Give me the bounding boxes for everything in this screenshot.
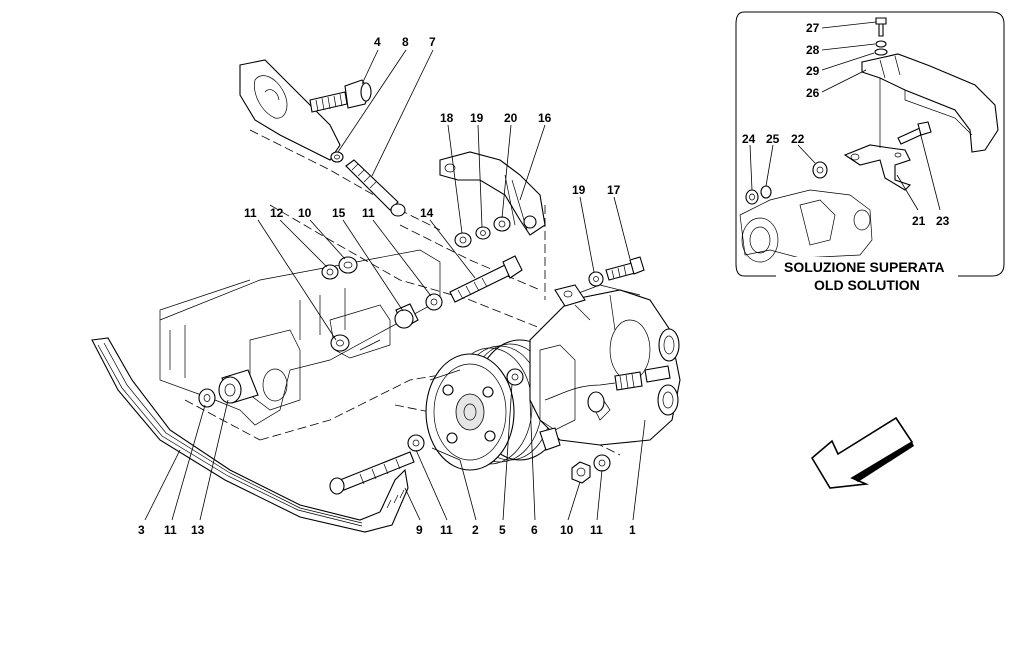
screw-27 xyxy=(875,17,887,37)
bolt-7 xyxy=(345,159,406,217)
callout-22: 22 xyxy=(791,132,805,146)
washer-19-lower xyxy=(588,271,604,287)
compressor-body xyxy=(529,284,681,451)
callout-14: 14 xyxy=(420,206,434,220)
washer-29 xyxy=(874,48,888,56)
callout-11-b: 11 xyxy=(362,206,375,220)
washer-11-mid xyxy=(330,334,350,352)
callout-10-lower: 10 xyxy=(560,523,574,537)
bolt-4 xyxy=(309,79,372,113)
inset-leader-lines xyxy=(749,21,941,211)
old-solution-inset: 27 28 29 26 24 25 22 21 23 SOLUZIONE SUP… xyxy=(735,11,1005,293)
callout-6: 6 xyxy=(531,523,538,537)
callout-18: 18 xyxy=(440,111,454,125)
callout-labels: 4 8 7 18 19 20 16 19 17 11 12 10 15 11 1… xyxy=(138,35,636,537)
callout-25: 25 xyxy=(766,132,780,146)
callout-29: 29 xyxy=(806,64,820,78)
callout-11-d: 11 xyxy=(440,523,453,537)
drive-belt-3 xyxy=(91,337,409,533)
callout-9: 9 xyxy=(416,523,423,537)
spacer-13 xyxy=(218,369,259,404)
direction-arrow-icon xyxy=(810,416,914,489)
washer-12 xyxy=(321,264,339,280)
washer-11-bottom xyxy=(593,454,611,472)
bolt-14 xyxy=(449,255,523,303)
washer-28 xyxy=(875,40,887,48)
nut-24 xyxy=(745,189,759,205)
callout-2: 2 xyxy=(472,523,479,537)
wire-connector-6 xyxy=(544,365,671,401)
bolt-9 xyxy=(329,451,415,495)
washer-25 xyxy=(760,185,772,199)
callout-20: 20 xyxy=(504,111,518,125)
callout-5: 5 xyxy=(499,523,506,537)
washer-11-upper xyxy=(425,293,443,311)
callout-8: 8 xyxy=(402,35,409,49)
callout-11-c: 11 xyxy=(164,523,177,537)
inset-caption-italian: SOLUZIONE SUPERATA xyxy=(784,259,945,275)
callout-19-lower: 19 xyxy=(572,183,586,197)
callout-1: 1 xyxy=(629,523,636,537)
nut-5 xyxy=(506,368,524,386)
callout-13: 13 xyxy=(191,523,205,537)
spacer-22 xyxy=(812,161,828,179)
callout-16: 16 xyxy=(538,111,552,125)
nut-20 xyxy=(493,216,511,232)
callout-15: 15 xyxy=(332,206,346,220)
callout-23: 23 xyxy=(936,214,950,228)
washer-8 xyxy=(330,151,344,163)
callout-21: 21 xyxy=(912,214,926,228)
nut-18 xyxy=(454,232,472,248)
callout-19-upper: 19 xyxy=(470,111,484,125)
upper-bracket xyxy=(239,59,341,161)
callout-12: 12 xyxy=(270,206,284,220)
callout-11-a: 11 xyxy=(244,206,257,220)
callout-26: 26 xyxy=(806,86,820,100)
heat-shield-26 xyxy=(861,53,999,153)
inset-compressor xyxy=(739,189,873,263)
bolt-23 xyxy=(897,121,932,145)
bracket-21 xyxy=(843,78,912,191)
callout-27: 27 xyxy=(806,21,820,35)
washer-11-left xyxy=(198,388,216,408)
callout-28: 28 xyxy=(806,43,820,57)
inset-caption-english: OLD SOLUTION xyxy=(814,277,920,293)
bolt-17 xyxy=(605,256,645,281)
washer-11-lower xyxy=(407,434,425,452)
callout-11-e: 11 xyxy=(590,523,603,537)
callout-4: 4 xyxy=(374,35,381,49)
callout-10-upper: 10 xyxy=(298,206,312,220)
leader-lines xyxy=(144,49,646,521)
washer-19-upper xyxy=(475,226,491,240)
callout-24: 24 xyxy=(742,132,756,146)
callout-3: 3 xyxy=(138,523,145,537)
callout-17: 17 xyxy=(607,183,621,197)
main-assembly: 4 8 7 18 19 20 16 19 17 11 12 10 15 11 1… xyxy=(91,35,681,537)
nut-10-lower xyxy=(571,461,591,484)
inset-callout-labels: 27 28 29 26 24 25 22 21 23 xyxy=(742,21,950,228)
spacer-15 xyxy=(394,303,419,329)
bracket-16 xyxy=(439,151,546,236)
nut-10-upper xyxy=(338,256,358,274)
callout-7: 7 xyxy=(429,35,436,49)
